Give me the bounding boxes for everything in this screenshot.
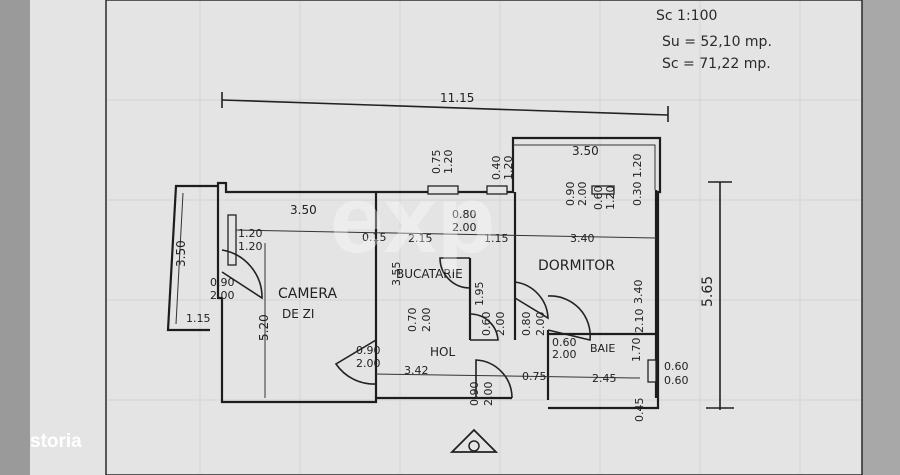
total-height-label: 5.65: [700, 276, 716, 307]
room-baie-label: BAIE: [590, 342, 615, 355]
win-top-4-h: 1.20: [604, 186, 617, 211]
scale-label: Sc 1:100: [656, 8, 717, 24]
door-buc-side-w: 0.70: [406, 308, 419, 333]
right-small-d-label: 2.10: [633, 309, 646, 334]
baie-height-label: 1.70: [630, 338, 643, 363]
sheet-frame: [105, 0, 863, 475]
door-swings: [221, 249, 591, 399]
win-top-3-h: 2.00: [576, 182, 589, 207]
exp-watermark: exp: [330, 166, 495, 273]
bucatarie-width-label: 2.15: [408, 232, 433, 245]
win-top-4-w: 0.60: [592, 186, 605, 211]
hol-width-label: 3.42: [404, 364, 429, 377]
built-area: Sc = 71,22 mp.: [662, 56, 771, 72]
door-hol-b-w: 0.80: [520, 312, 533, 337]
dormitor-width-label: 3.40: [570, 232, 595, 245]
opening-labels: 1.20 1.20 0.90 2.00 0.80 2.00 0.75 1.20 …: [210, 150, 689, 423]
win-top-1-h: 1.20: [442, 150, 455, 175]
dormitor-height-label: 3.40: [632, 280, 645, 305]
camera-width-label: 3.50: [290, 203, 317, 217]
small-gap-label: 0.75: [522, 370, 547, 383]
room-camera-label: CAMERA: [278, 286, 337, 302]
interior-walls: [231, 192, 657, 400]
room-dormitor-label: DORMITOR: [538, 258, 615, 274]
win-top-1-w: 0.75: [430, 150, 443, 175]
door-hol-b-h: 2.00: [534, 312, 547, 337]
binder-right-edge: [862, 0, 900, 475]
paper-sheet: [30, 0, 862, 475]
balcony-width-label: 1.15: [186, 312, 211, 325]
right-small-b-label: 1.20: [631, 154, 644, 179]
storia-logo: storia: [30, 431, 82, 452]
win-camera-h: 1.20: [238, 240, 263, 253]
door-hol-left-w: 0.90: [356, 344, 381, 357]
win-top-2-h: 1.20: [502, 156, 515, 181]
win-top-3-w: 0.90: [564, 182, 577, 207]
door-camera-w: 0.90: [210, 276, 235, 289]
door-hol-a-w: 0.60: [480, 312, 493, 337]
baie-win-h: 0.60: [664, 374, 689, 387]
win-camera-w: 1.20: [238, 227, 263, 240]
total-width-label: 11.15: [440, 91, 474, 105]
win-top-2-w: 0.40: [490, 156, 503, 181]
middle-height-label: 1.95: [473, 282, 486, 307]
baie-door-h: 2.00: [552, 348, 577, 361]
small-015-label: 0.15: [362, 231, 387, 244]
camera-height-label: 5.20: [257, 314, 271, 341]
right-small-a-label: 0.30: [631, 182, 644, 207]
hall-gap-label: 1.15: [484, 232, 509, 245]
balcony-height-label: 3.50: [174, 240, 188, 267]
door-hol-left-h: 2.00: [356, 357, 381, 370]
windows: [227, 185, 657, 383]
balcony: 3.50 1.15: [166, 184, 218, 332]
north-arrow-icon: [449, 428, 499, 453]
dimension-total-width: 11.15: [221, 91, 669, 122]
room-bucatarie-label: BUCATARIE: [396, 267, 463, 281]
usable-area: Su = 52,10 mp.: [662, 34, 772, 50]
dimension-total-height: 5.65: [700, 181, 734, 410]
room-camera-sub-label: DE ZI: [282, 307, 314, 321]
door-buc-w: 0.80: [452, 208, 477, 221]
door-camera-h: 2.00: [210, 289, 235, 302]
door-hol-a-h: 2.00: [494, 312, 507, 337]
small-045-label: 0.45: [633, 398, 646, 423]
dormitor-top-label: 3.50: [572, 144, 599, 158]
door-entry-h: 2.00: [482, 382, 495, 407]
baie-width-label: 2.45: [592, 372, 617, 385]
door-buc-h: 2.00: [452, 221, 477, 234]
baie-door-w: 0.60: [552, 336, 577, 349]
graph-grid: [106, 0, 862, 475]
door-buc-side-h: 2.00: [420, 308, 433, 333]
baie-win-w: 0.60: [664, 360, 689, 373]
bucatarie-height-label: 3.55: [390, 262, 403, 287]
room-hol-label: HOL: [430, 345, 455, 359]
door-entry-w: 0.90: [468, 382, 481, 407]
binder-left-edge: [0, 0, 30, 475]
